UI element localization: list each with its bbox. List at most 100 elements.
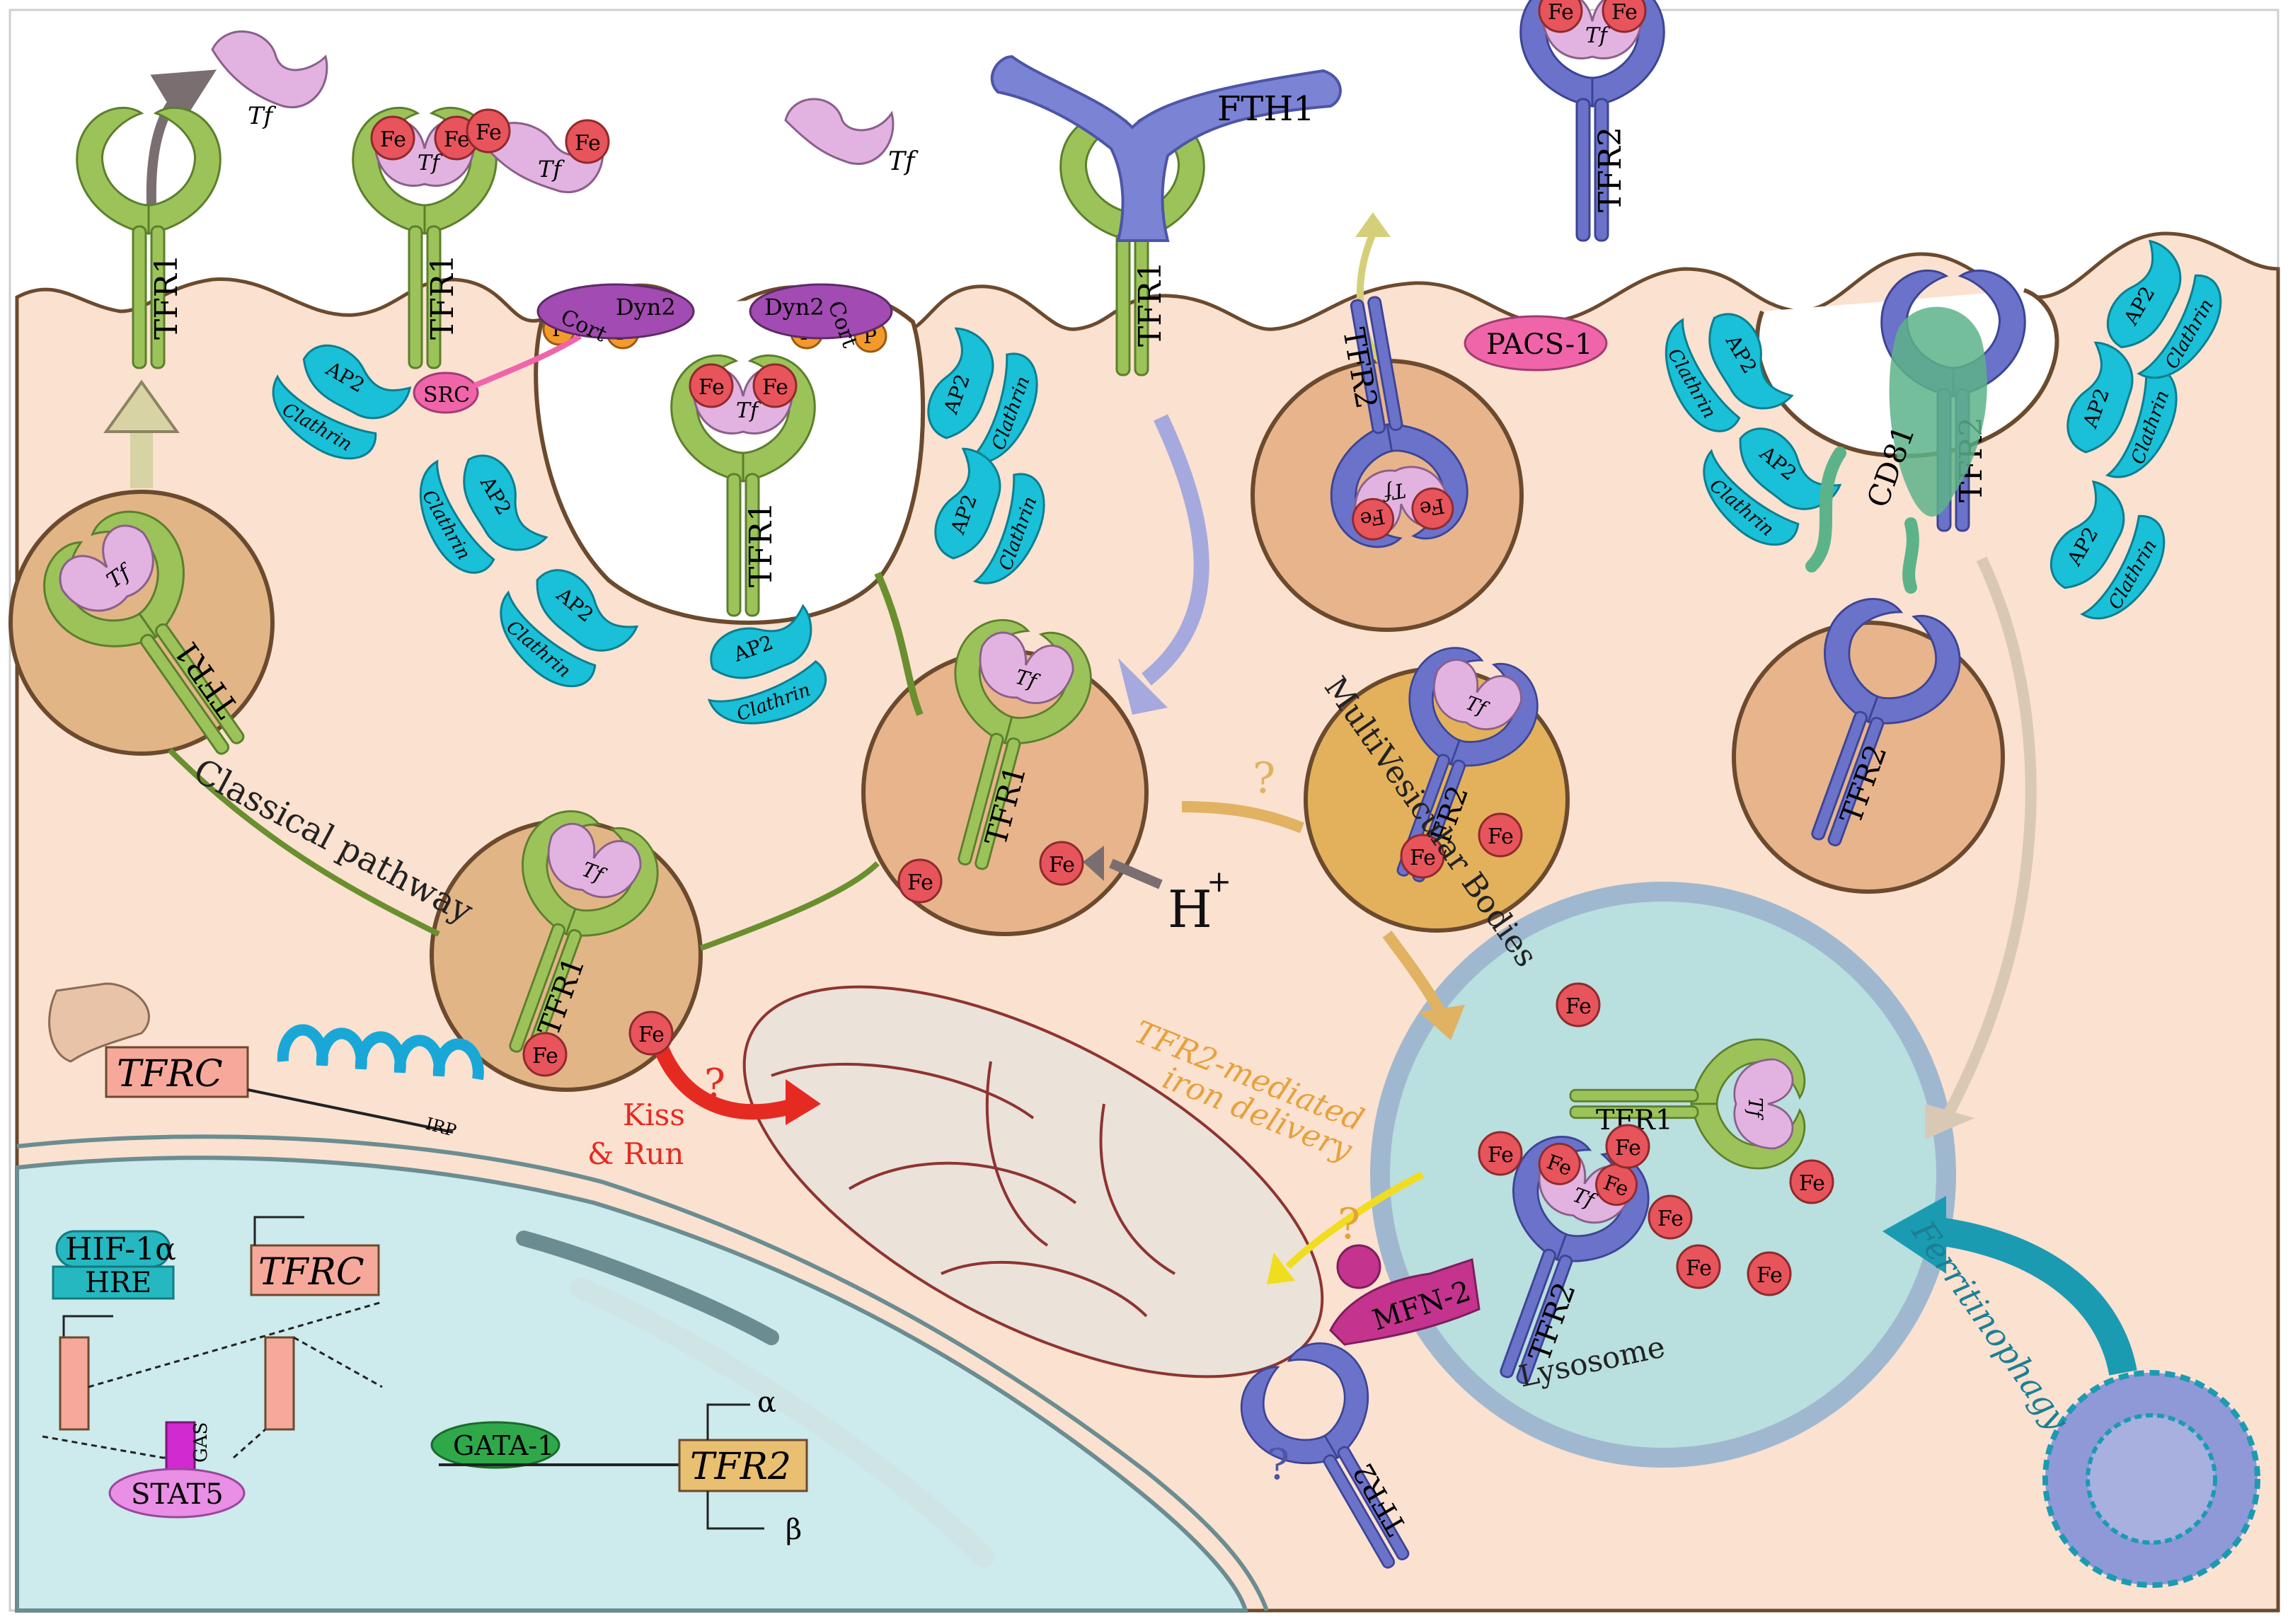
tf-label: Tf [538, 156, 565, 183]
free-transferrin-2: Tf [211, 30, 328, 130]
fe-label: Fe [1615, 1136, 1641, 1161]
fe-label: Fe [444, 127, 470, 152]
pacs1-protein: PACS-1 [1464, 315, 1608, 372]
tfr2-label: TFR2 [1592, 127, 1628, 212]
dyn2-label: Dyn2 [764, 294, 824, 321]
tfr1-label: TFR1 [149, 254, 185, 340]
lysosome [1370, 882, 1956, 1468]
fth1-label: FTH1 [1217, 89, 1315, 129]
tfr2-delivery-arrow-head [1267, 1252, 1295, 1284]
dynamin-cortactin-left: Cort Dyn2 [536, 283, 695, 347]
fe-label: Fe [1611, 0, 1638, 25]
pit-to-endosome-line [874, 571, 924, 716]
recycle-arrow-up-head [103, 379, 180, 433]
gata1-label: GATA-1 [453, 1430, 554, 1461]
h-plus-sup: + [1207, 864, 1231, 899]
tfr2-to-lysosome-arrow [1941, 556, 2037, 1121]
fe-label: Fe [1799, 1171, 1825, 1196]
fe-label: Fe [380, 127, 406, 152]
h-plus-label: H [1168, 880, 1212, 939]
stat5-label: STAT5 [131, 1478, 224, 1511]
transferrin [547, 822, 642, 899]
iron-ion [1478, 812, 1523, 858]
iron-ion [628, 1010, 674, 1056]
question-mvb: ? [1253, 754, 1275, 803]
fth1-ferritin-heavy-chain: FTH1 [990, 54, 1342, 242]
iron-ion [689, 363, 734, 408]
tfr2-receptor: TFR2 [1240, 1342, 1413, 1569]
mitochondrion [742, 985, 1324, 1378]
transferrin [1733, 1058, 1794, 1150]
tf-label: Tf [736, 398, 761, 423]
fe-label: Fe [1686, 1256, 1712, 1281]
transferrin [1433, 659, 1522, 730]
h-plus-arrow [1109, 858, 1163, 889]
fe-label: Fe [638, 1023, 665, 1047]
iron-ion [1538, 1142, 1581, 1185]
fe-label: Fe [1358, 505, 1386, 532]
kiss-run-arrow-head [786, 1079, 821, 1125]
free-transferrin-1: Tf [784, 98, 919, 176]
iron-ion [1747, 1251, 1792, 1296]
iron-ion [1478, 1131, 1523, 1176]
fe-label: Fe [532, 1044, 558, 1069]
iron-ion [1538, 0, 1583, 33]
nuclear-genes: HIF-1α HRE TFRC GAS STAT5 GATA-1 TFR2 α … [42, 1216, 808, 1546]
iron-ion [752, 363, 798, 408]
fe-label: Fe [1049, 853, 1075, 877]
iron-ion [466, 108, 511, 154]
dyn2-label: Dyn2 [616, 294, 676, 321]
fe-label: Fe [1757, 1263, 1783, 1288]
hre-label: HRE [85, 1267, 151, 1299]
tfr1-receptor: TFR1 [1059, 113, 1205, 376]
er-tubule-2 [570, 1277, 994, 1567]
er-tubule [516, 1231, 779, 1345]
question-kiss: ? [704, 1061, 725, 1107]
tfr2-to-lysosome-arrow-head [1925, 1104, 1974, 1139]
alpha-label: α [757, 1386, 776, 1419]
kiss-run-arrow [650, 1037, 803, 1120]
iron-ion [1648, 1194, 1693, 1240]
tf-label: Tf [1585, 23, 1611, 48]
classical-pathway-line [168, 748, 440, 937]
fe-label: Fe [476, 120, 502, 145]
fe-label: Fe [1657, 1207, 1684, 1231]
tfr2-delivery-arrow [1285, 1171, 1425, 1269]
fe-label: Fe [575, 131, 601, 156]
iron-ion [1602, 0, 1647, 33]
src-kinase: SRC [413, 333, 582, 414]
nuclear-envelope-outer [16, 1134, 1269, 1612]
tfr2-gene-label: TFR2 [690, 1446, 791, 1488]
tfrc-gene-label: TFRC [258, 1251, 364, 1294]
hif-label: HIF-1α [65, 1231, 176, 1267]
fe-label: Fe [1488, 824, 1514, 849]
mvb-to-lysosome-arrow-head [1419, 1005, 1465, 1040]
tf-release-arrow [146, 69, 217, 220]
fe-label: Fe [1565, 994, 1592, 1019]
kiss-label: Kiss [623, 1098, 685, 1132]
iron-ion [1411, 487, 1454, 530]
gas-label: GAS [190, 1422, 212, 1463]
endocytosis-arrow-head [1118, 658, 1168, 715]
iron-ion [1556, 982, 1601, 1027]
run-label: & Run [587, 1136, 684, 1171]
tf-label: Tf [418, 151, 443, 175]
iron-ion [522, 1032, 568, 1077]
fe-label: Fe [762, 375, 788, 400]
fe-label: Fe [1418, 494, 1446, 522]
tfr1-receptor: TFR1 [76, 106, 222, 369]
fe-label: Fe [1410, 846, 1436, 870]
tfrc-mrna-label: TFRC [117, 1053, 223, 1095]
